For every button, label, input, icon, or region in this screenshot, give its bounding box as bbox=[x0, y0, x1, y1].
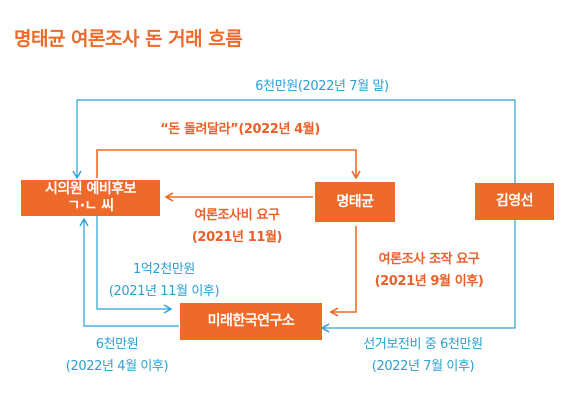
node-kim-youngsun: 김영선 bbox=[475, 183, 554, 220]
edge-poll-manip-line bbox=[329, 226, 357, 317]
node-myung-label: 명태균 bbox=[336, 193, 374, 210]
edge-poll-manip-line1: 여론조사 조작 요구 bbox=[378, 252, 480, 267]
edge-loan-label: 1억2천만원 (2021년 11월 이후) bbox=[100, 259, 228, 303]
edge-campaign-line2: (2022년 7월 이후) bbox=[371, 359, 475, 374]
diagram-title: 명태균 여론조사 돈 거래 흐름 bbox=[14, 28, 243, 50]
edge-six-back-line2: (2022년 4월 이후) bbox=[65, 359, 169, 374]
edge-six-back-line1: 6천만원 bbox=[95, 337, 139, 352]
edge-poll-fee-line2: (2021년 11월) bbox=[191, 230, 283, 245]
edge-poll-fee-label: 여론조사비 요구 (2021년 11월) bbox=[172, 205, 302, 249]
edge-campaign-label: 선거보전비 중 6천만원 (2022년 7월 이후) bbox=[342, 334, 504, 378]
edge-poll-manip-label: 여론조사 조작 요구 (2021년 9월 이후) bbox=[358, 249, 500, 293]
node-myung-taegyun: 명태균 bbox=[315, 182, 395, 222]
node-future-label: 미래한국연구소 bbox=[207, 313, 295, 329]
edge-poll-fee-line1: 여론조사비 요구 bbox=[194, 208, 280, 223]
node-kim-label: 김영선 bbox=[495, 193, 534, 209]
edge-loan-line2: (2021년 11월 이후) bbox=[108, 284, 220, 299]
edge-poll-manip-line2: (2021년 9월 이후) bbox=[374, 274, 484, 289]
edge-loan-line bbox=[96, 216, 173, 314]
edge-loan-line1: 1억2천만원 bbox=[133, 262, 195, 277]
edge-top-label: 6천만원(2022년 7월 말) bbox=[255, 79, 389, 94]
edge-campaign-line bbox=[320, 220, 516, 333]
edge-campaign-line1: 선거보전비 중 6천만원 bbox=[363, 337, 483, 352]
edge-return-money-line bbox=[96, 149, 361, 180]
edge-six-back-label: 6천만원 (2022년 4월 이후) bbox=[50, 334, 184, 378]
edge-top-line bbox=[72, 99, 516, 185]
node-future-korea-institute: 미래한국연구소 bbox=[180, 303, 322, 340]
node-council-line1: 시의원 예비후보 bbox=[44, 181, 137, 197]
node-council-line2: ㄱ·ㄴ 씨 bbox=[67, 198, 114, 214]
edge-six-back-line bbox=[79, 217, 179, 327]
edge-return-money-label: “돈 돌려달라”(2022년 4월) bbox=[160, 122, 320, 137]
node-council-candidates: 시의원 예비후보 ㄱ·ㄴ 씨 bbox=[21, 180, 160, 216]
